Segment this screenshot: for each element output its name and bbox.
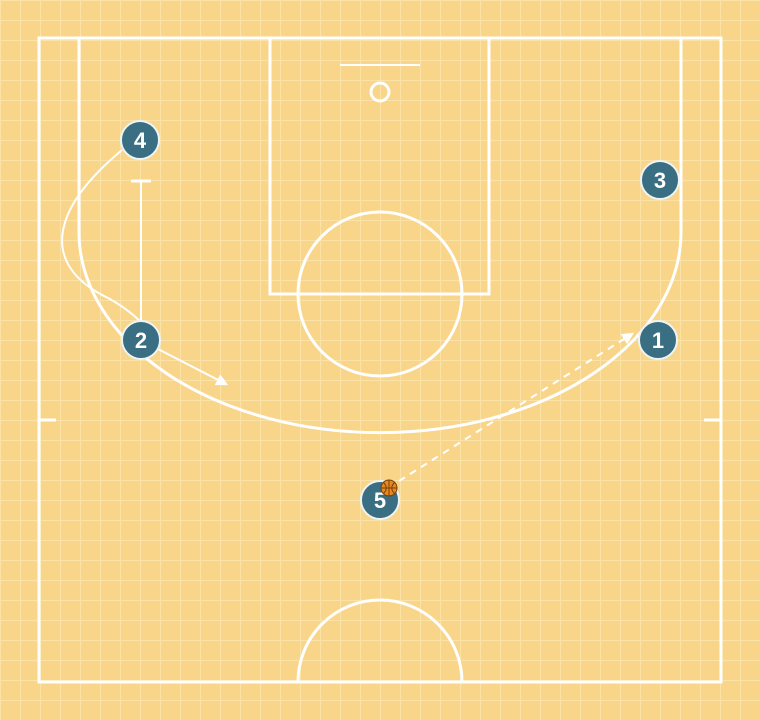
center-circle [296,598,464,683]
basketball-icon [380,479,398,497]
three-point-line [77,38,683,435]
player-2-label: 2 [135,328,147,353]
hoop [369,81,391,103]
cut-path-2 [155,347,229,386]
player-4-token [120,120,160,160]
player-1[interactable]: 1 [638,320,678,360]
paint-lane [268,36,491,296]
player-2-token [121,320,161,360]
play-actions [61,149,635,489]
player-3[interactable]: 3 [640,160,680,200]
pass-line-5-to-1 [387,332,635,489]
court-lines [37,36,723,684]
player-1-label: 1 [652,328,664,353]
player-3-label: 3 [654,168,666,193]
player-2[interactable]: 2 [121,320,161,360]
free-throw-circle [296,210,464,378]
player-4[interactable]: 4 [120,120,160,160]
player-3-token [640,160,680,200]
cut-path-4 [61,149,151,333]
player-5-label: 5 [374,488,386,513]
player-1-token [638,320,678,360]
player-4-label: 4 [134,128,147,153]
